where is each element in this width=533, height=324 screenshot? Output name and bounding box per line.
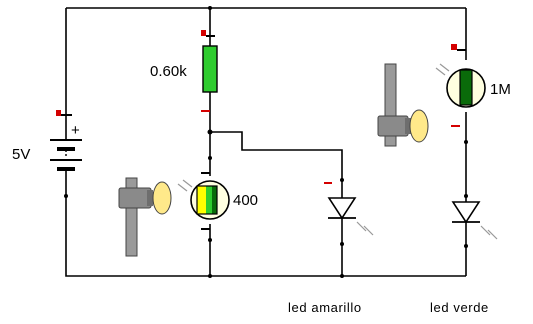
led-icon[interactable] bbox=[324, 180, 374, 244]
ldr-right-value-label: 1M bbox=[490, 81, 511, 98]
slider-handle-icon[interactable] bbox=[125, 177, 138, 257]
wires bbox=[65, 7, 467, 277]
battery-icon[interactable]: + bbox=[50, 110, 82, 196]
lamp-icon[interactable] bbox=[118, 177, 172, 257]
junction-dots bbox=[64, 6, 468, 278]
battery-voltage-label: 5V bbox=[12, 146, 30, 163]
lamp-icon[interactable] bbox=[377, 63, 429, 147]
battery-positive-marker bbox=[56, 110, 61, 116]
ldr-icon[interactable] bbox=[177, 172, 230, 230]
ldr-icon[interactable] bbox=[435, 44, 486, 127]
led-yellow-label: led amarillo bbox=[288, 300, 362, 315]
led-green-label: led verde bbox=[430, 300, 489, 315]
battery-plus-sign: + bbox=[71, 122, 80, 139]
resistor-icon[interactable] bbox=[201, 30, 218, 112]
slider-handle-icon[interactable] bbox=[384, 63, 397, 147]
resistor-value-label: 0.60k bbox=[150, 63, 187, 80]
ldr-left-value-label: 400 bbox=[233, 192, 258, 209]
led-icon[interactable] bbox=[451, 196, 498, 246]
